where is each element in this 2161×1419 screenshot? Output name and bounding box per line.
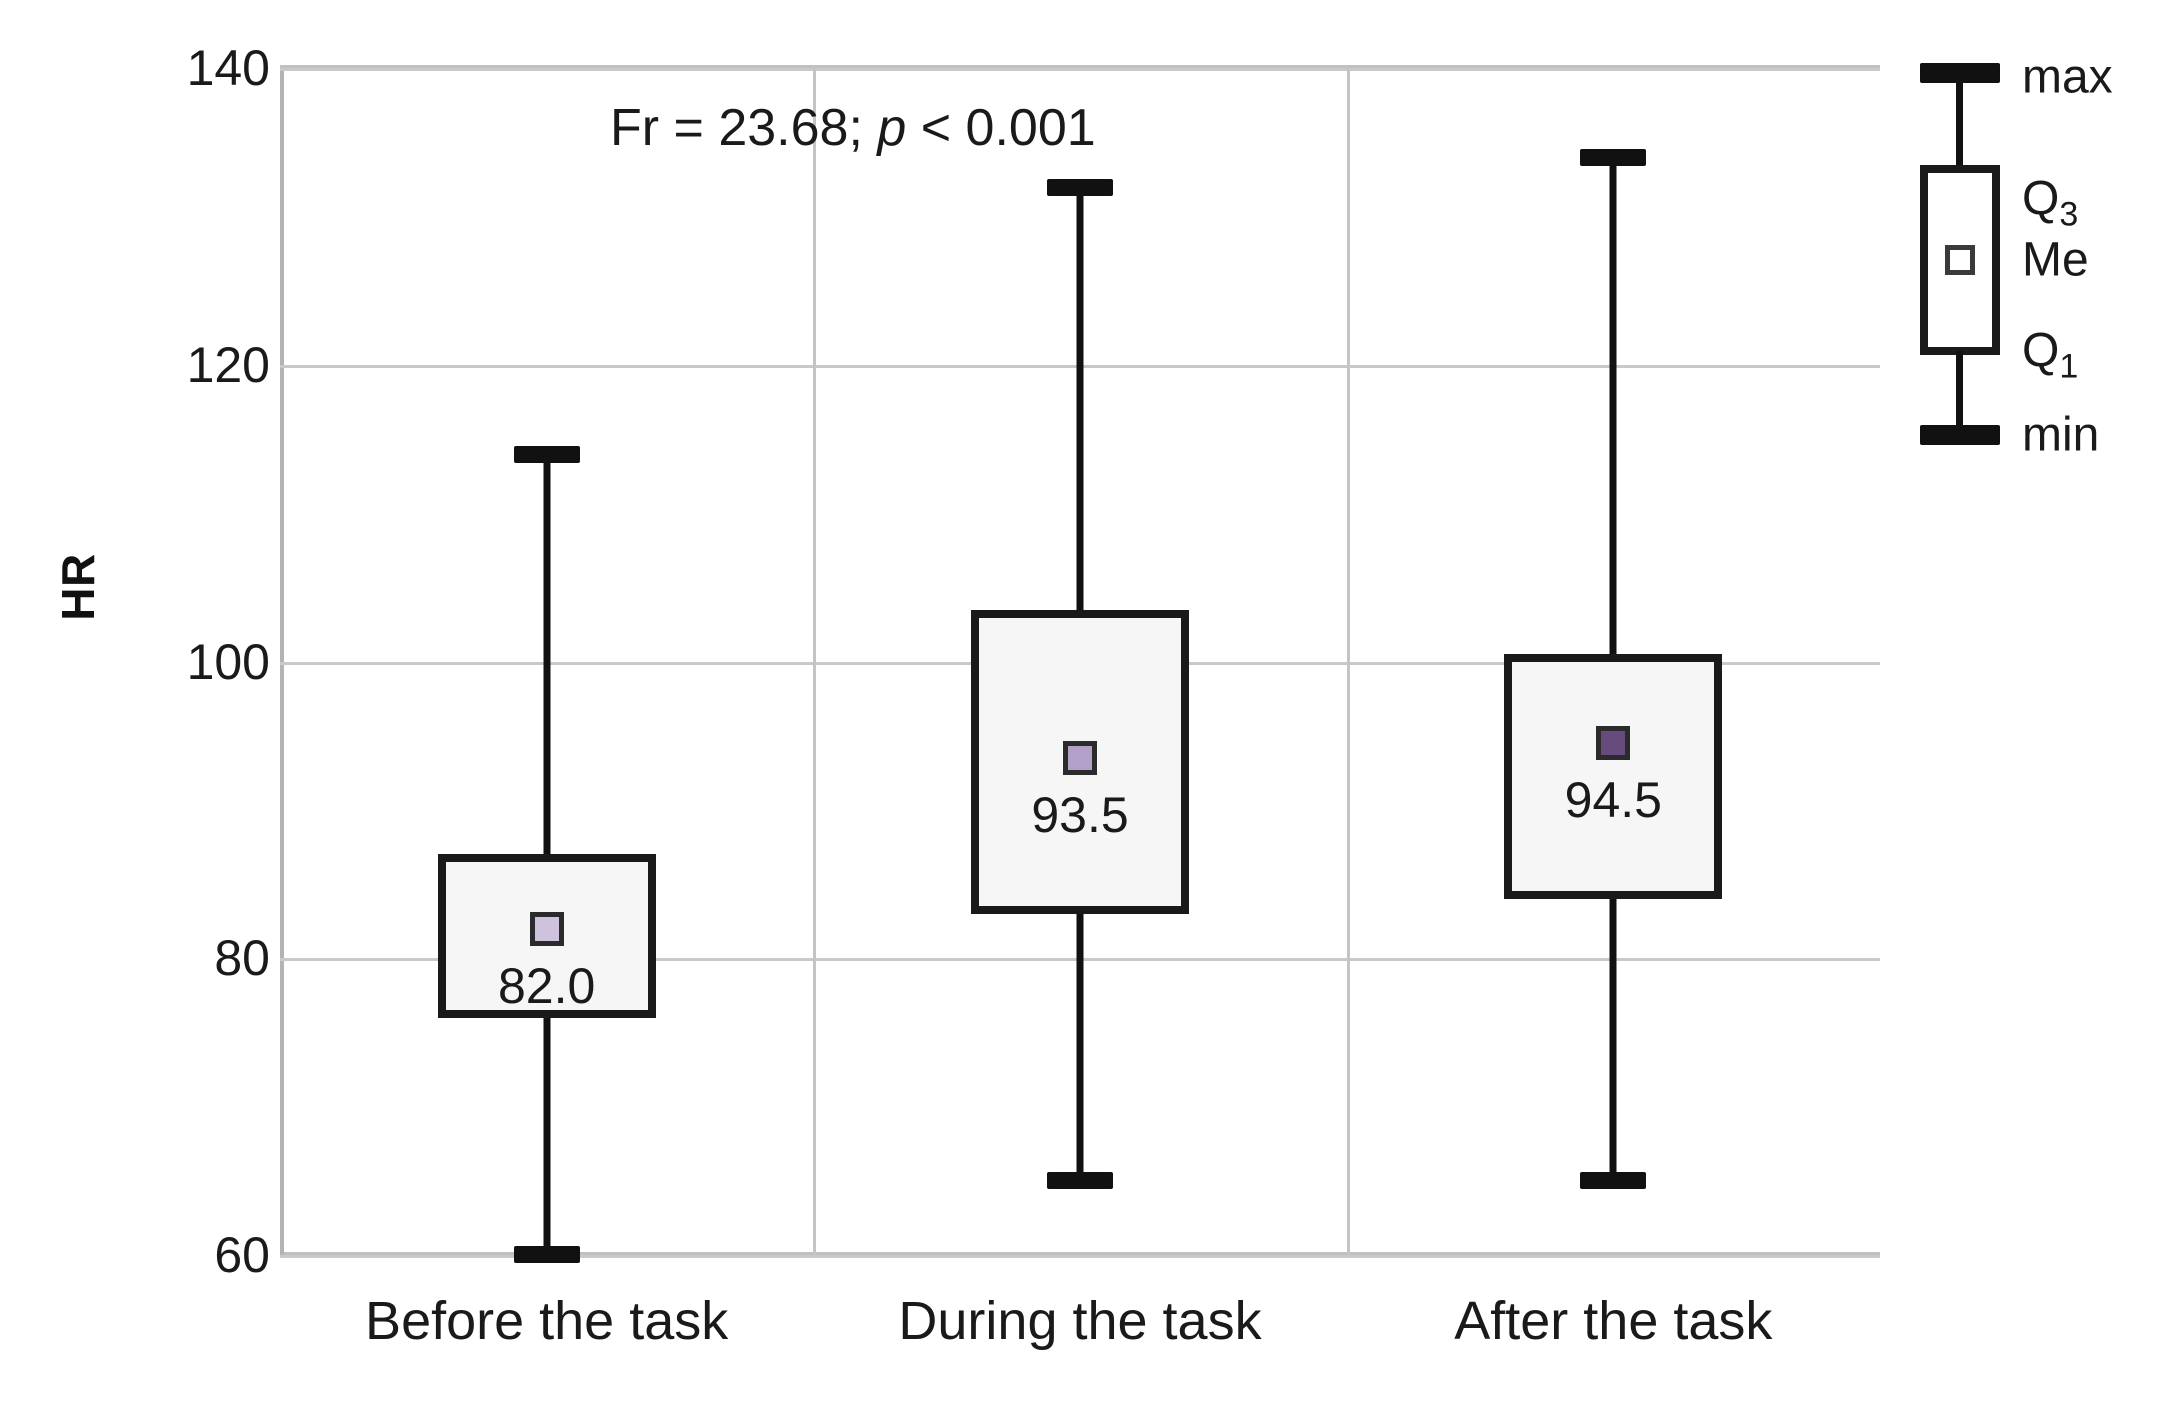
min-cap-1 (513, 1246, 580, 1263)
category-separator-1 (813, 68, 817, 1255)
median-value-label-2: 93.5 (1031, 786, 1129, 843)
max-cap-3 (1580, 149, 1647, 167)
min-cap-3 (1580, 1171, 1647, 1189)
statistic-annotation: Fr = 23.68; p < 0.001 (610, 98, 1096, 158)
annotation-p-symbol: p (877, 99, 907, 157)
legend-label-q3: Q3 (2022, 172, 2079, 234)
y-tick-80: 80 (214, 930, 270, 987)
median-marker-3 (1596, 726, 1631, 761)
y-tick-140: 140 (186, 40, 270, 96)
gridline-60 (280, 1255, 1880, 1258)
x-axis-label-2: During the task (898, 1291, 1262, 1351)
plot-top-border (280, 65, 1880, 70)
upper-whisker-1 (543, 453, 551, 855)
x-axis-label-1: Before the task (365, 1291, 729, 1351)
y-axis-title: HR (52, 553, 104, 621)
max-cap-2 (1047, 178, 1113, 196)
median-marker-2 (1063, 740, 1097, 775)
iqr-box-3 (1504, 654, 1723, 899)
lower-whisker-3 (1609, 898, 1617, 1181)
upper-whisker-3 (1609, 157, 1617, 655)
legend-min-cap-icon (1920, 425, 2000, 445)
y-tick-60: 60 (214, 1227, 270, 1283)
box-plot-1[interactable]: 82.0 (280, 68, 1880, 1263)
plot-area: 82.0 93.5 94.5 Fr = 23.68; p < 0.001 (280, 65, 1880, 1263)
legend-max-cap-icon (1920, 63, 2000, 83)
legend-median-marker-icon (1945, 245, 1975, 275)
annotation-prefix: Fr = 23.68; (610, 99, 878, 157)
median-value-label-1: 82.0 (497, 957, 596, 1014)
legend-label-me: Me (2022, 233, 2089, 287)
y-axis-tick-labels: 140 120 100 80 60 (110, 0, 270, 1419)
plot-bottom-border (280, 1252, 1880, 1257)
legend-upper-whisker-icon (1956, 77, 1963, 173)
max-cap-1 (513, 445, 580, 463)
y-tick-100: 100 (186, 633, 270, 690)
box-plot-2[interactable]: 93.5 (280, 68, 1880, 1255)
legend-label-max: max (2022, 50, 2113, 104)
upper-whisker-2 (1076, 186, 1084, 610)
y-tick-120: 120 (186, 336, 270, 393)
category-separator-2 (1346, 68, 1350, 1255)
box-plot-3[interactable]: 94.5 (280, 68, 1880, 1255)
legend-lower-whisker-icon (1956, 351, 1963, 439)
median-value-label-3: 94.5 (1564, 772, 1662, 829)
legend-label-q1: Q1 (2022, 324, 2079, 386)
lower-whisker-1 (543, 1017, 551, 1255)
min-cap-2 (1047, 1171, 1113, 1189)
annotation-suffix: < 0.001 (906, 99, 1096, 157)
legend-label-min: min (2022, 408, 2100, 462)
lower-whisker-2 (1076, 913, 1084, 1181)
x-axis-label-3: After the task (1454, 1291, 1773, 1351)
median-marker-1 (529, 911, 564, 946)
gridline-140 (280, 68, 1880, 71)
